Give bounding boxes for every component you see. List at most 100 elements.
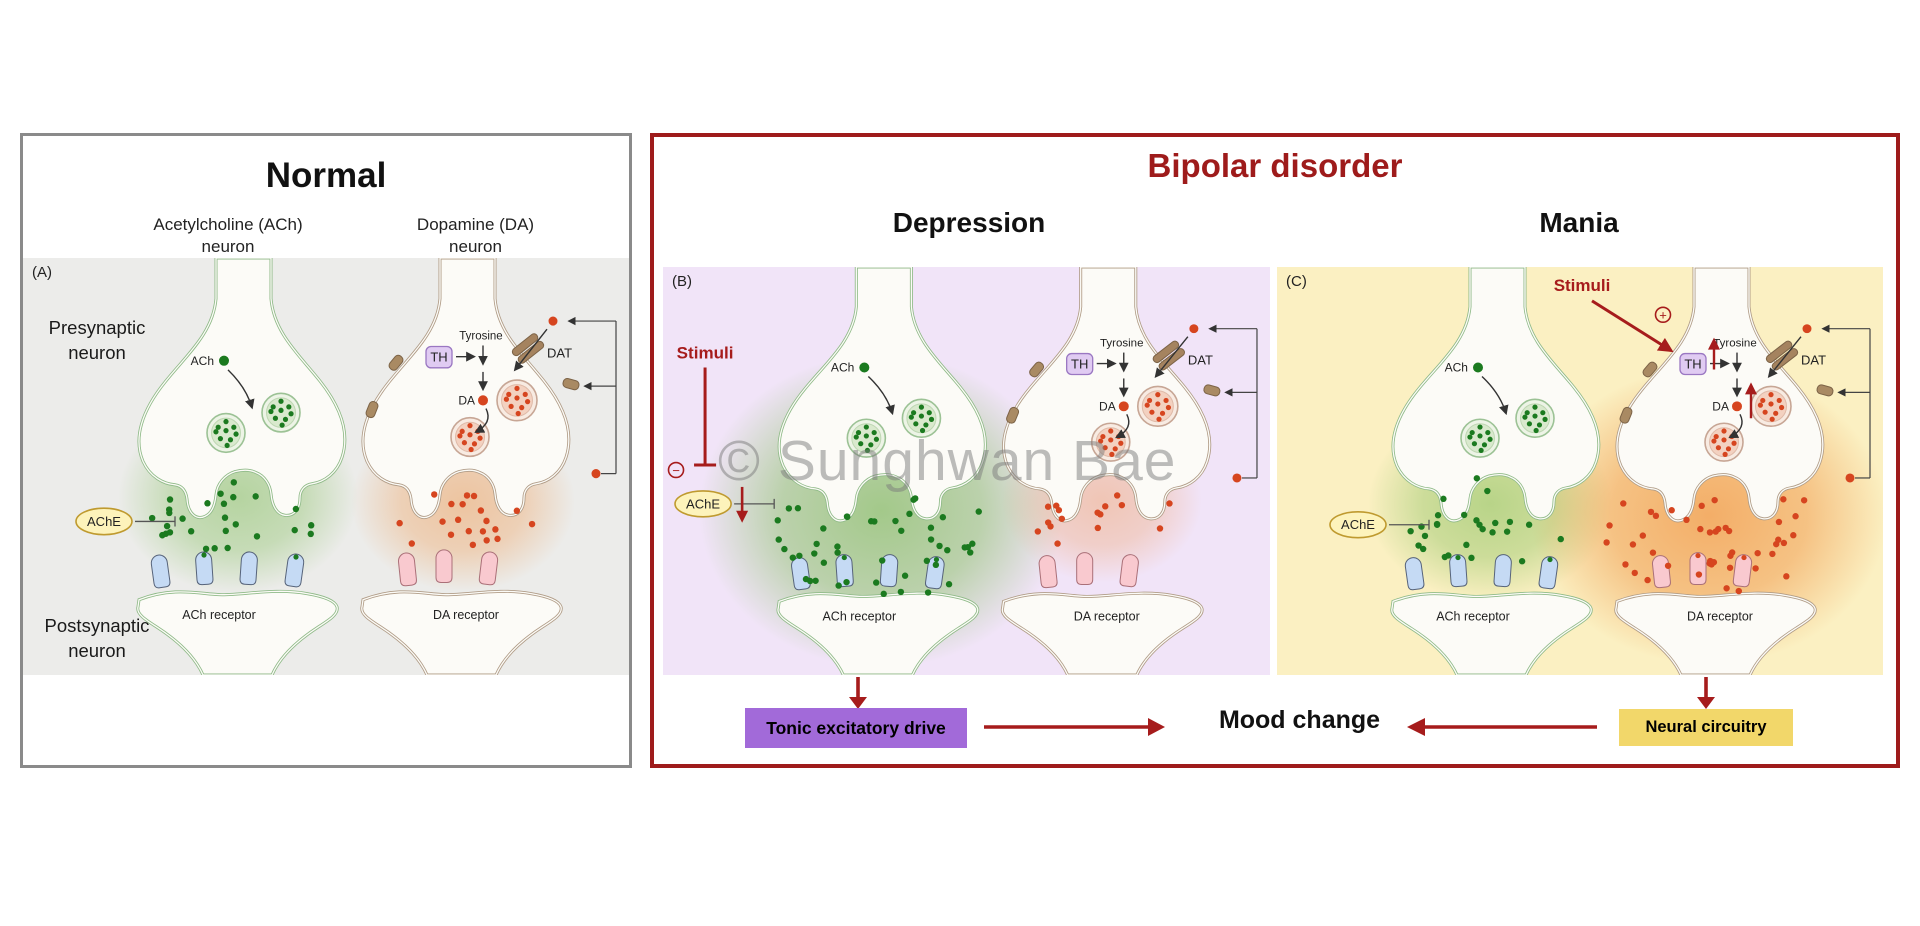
da-recycling-loop [1821, 324, 1871, 483]
svg-text:AChE: AChE [1341, 517, 1375, 532]
svg-text:ACh receptor: ACh receptor [182, 608, 256, 622]
svg-text:ACh receptor: ACh receptor [822, 609, 896, 623]
da-recycling-loop [567, 316, 617, 479]
ach-vesicle [901, 398, 942, 438]
normal-panel: Normal Acetylcholine (ACh) neuron Dopami… [20, 133, 632, 768]
normal-illustration: (A) Presynaptic neuron Postsynaptic neur… [23, 258, 629, 675]
svg-text:Stimuli: Stimuli [677, 344, 734, 363]
presynaptic-neuron-label: Presynaptic neuron [48, 317, 146, 363]
da-receptor-icon [435, 549, 453, 583]
bipolar-panel-title: Bipolar disorder [1147, 147, 1403, 184]
svg-text:TH: TH [1684, 357, 1701, 372]
ach-to-vesicle-arrow [227, 369, 255, 410]
dat-uptake-arrow [1767, 336, 1802, 378]
da-neuron-header-line2: neuron [449, 237, 502, 257]
membrane-transporter-icon [1619, 406, 1633, 424]
da-postsynaptic-neuron [1000, 591, 1204, 675]
da-postsynaptic-neuron [360, 589, 563, 675]
svg-text:DA: DA [1099, 399, 1116, 413]
da-receptor-icon [1119, 554, 1139, 588]
down-arrow-mania-icon [1697, 677, 1715, 709]
ach-presynaptic-terminal [137, 258, 347, 519]
normal-panel-title: Normal [265, 156, 387, 195]
da-receptor-icon [1038, 555, 1058, 589]
ach-vesicle [1515, 398, 1555, 438]
right-arrow-icon [984, 718, 1165, 736]
svg-text:TH: TH [430, 350, 447, 365]
membrane-transporter-icon [562, 377, 580, 391]
da-presynaptic-terminal [1615, 267, 1825, 523]
svg-text:DAT: DAT [547, 346, 572, 361]
svg-text:ACh: ACh [1445, 361, 1468, 375]
svg-text:DA: DA [458, 393, 476, 407]
minus-circle-icon [667, 461, 685, 479]
svg-text:DA receptor: DA receptor [433, 608, 499, 622]
da-vesicle [1750, 385, 1792, 428]
depression-header: Depression [892, 207, 1046, 238]
stimuli-inhibition-group: Stimuli − [667, 344, 749, 523]
ache-enzyme: AChE [75, 507, 176, 536]
da-vesicle [1704, 422, 1744, 462]
panel-c-label: (C) [1286, 273, 1307, 290]
da-receptor-icon [1732, 554, 1753, 588]
watermark: © Sunghwan Bae [718, 429, 1177, 493]
ach-vesicle [846, 418, 887, 458]
ach-receptor-icon [150, 554, 171, 589]
da-presynaptic-terminal [361, 258, 571, 519]
svg-text:−: − [672, 463, 680, 478]
tonic-excitatory-drive-box: Tonic excitatory drive [745, 708, 967, 748]
ach-neuron-header-line2: neuron [201, 237, 255, 257]
left-arrow-icon [1407, 718, 1597, 736]
ach-receptor-icon [284, 553, 305, 588]
ach-receptor-icon [1538, 556, 1559, 590]
svg-text:TH: TH [1071, 357, 1088, 372]
ach-vesicle [206, 412, 246, 454]
ach-receptor-icon [879, 554, 899, 588]
ach-receptor-icon [1404, 557, 1425, 591]
bipolar-panel: Bipolar disorder Depression Mania (B) AC… [650, 133, 1900, 768]
ach-postsynaptic-neuron [1390, 591, 1593, 675]
svg-text:ACh: ACh [831, 361, 854, 375]
svg-text:DA receptor: DA receptor [1687, 609, 1753, 623]
th-enzyme: TH [1679, 352, 1707, 376]
ach-to-vesicle-arrow [867, 375, 895, 416]
da-vesicle [1136, 385, 1179, 428]
svg-text:+: + [1659, 308, 1667, 323]
th-enzyme: TH [425, 345, 453, 369]
svg-text:DAT: DAT [1801, 353, 1826, 368]
mood-change-label: Mood change [1218, 706, 1381, 734]
svg-text:Tyrosine: Tyrosine [1713, 338, 1756, 350]
da-vesicle [496, 379, 538, 422]
svg-text:AChE: AChE [87, 514, 121, 529]
ach-receptor-icon [924, 556, 945, 590]
svg-text:DAT: DAT [1188, 353, 1213, 368]
da-neuron-header-line1: Dopamine (DA) [416, 215, 535, 234]
da-postsynaptic-neuron [1614, 591, 1817, 675]
svg-text:AChE: AChE [686, 496, 720, 511]
down-arrow-depression-icon [849, 677, 867, 709]
mania-illustration: (C) ACh receptor DA receptor ACh TH Tyrosine… [1277, 267, 1883, 675]
stimuli-to-th-arrow [1591, 299, 1674, 353]
ach-vesicle [261, 392, 301, 433]
membrane-transporter-icon [1203, 384, 1221, 397]
da-to-vesicle-arrow [1728, 413, 1743, 439]
membrane-transporter-icon [1816, 384, 1834, 397]
svg-text:ACh: ACh [191, 354, 214, 368]
ach-receptor-icon [195, 551, 214, 586]
dat-uptake-arrow [1154, 336, 1189, 378]
da-receptor-icon [1689, 552, 1707, 585]
svg-text:ACh receptor: ACh receptor [1436, 609, 1510, 623]
da-receptor-icon [1652, 555, 1671, 589]
membrane-transporter-icon [1642, 361, 1658, 378]
da-presynaptic-terminal [1002, 267, 1212, 523]
th-enzyme: TH [1066, 352, 1094, 376]
plus-circle-icon [1654, 306, 1672, 324]
svg-text:DA: DA [1712, 399, 1729, 413]
ach-presynaptic-terminal [777, 267, 987, 523]
ach-postsynaptic-neuron [776, 591, 980, 675]
membrane-transporter-icon [365, 401, 379, 419]
membrane-transporter-icon [388, 354, 404, 371]
